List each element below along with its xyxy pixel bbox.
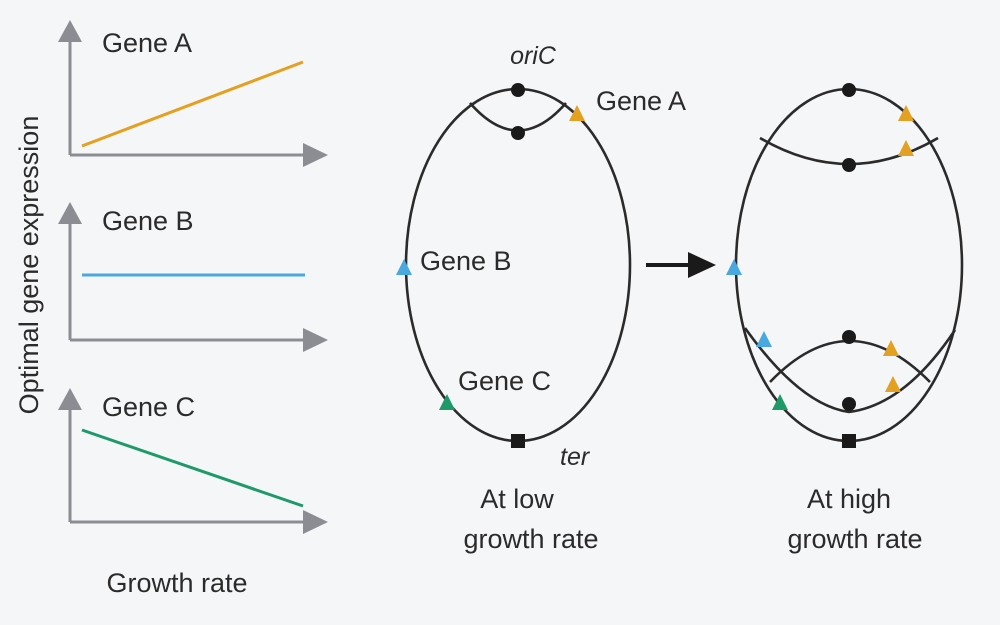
replication-fork-bottom-inner	[769, 339, 931, 383]
caption-line-1: At high	[807, 484, 891, 514]
panel-gene-c: Gene C	[58, 388, 328, 534]
y-arrowhead	[58, 388, 82, 410]
x-axis-label: Growth rate	[106, 568, 247, 598]
gene-c-trend-line	[81, 428, 304, 508]
gene-a-marker	[883, 340, 899, 356]
gene-a-marker	[885, 376, 901, 392]
terminus-square	[511, 434, 525, 448]
chromosome-outline	[734, 87, 964, 443]
gene-c-marker	[439, 394, 455, 410]
panel-gene-label: Gene A	[102, 28, 192, 58]
gene-b-marker	[726, 259, 742, 275]
ter-label: ter	[560, 443, 591, 471]
gene-a-marker	[898, 105, 914, 121]
panel-gene-label: Gene B	[102, 206, 194, 236]
replication-fork-bottom-outer	[743, 327, 957, 414]
gene-a-marker	[898, 140, 914, 156]
x-arrowhead	[303, 510, 328, 534]
transition-arrow	[646, 252, 716, 278]
panel-gene-a: Gene A	[58, 20, 328, 167]
gene-c-label: Gene C	[458, 366, 551, 396]
gene-a-marker	[569, 105, 585, 121]
caption-line-2: growth rate	[787, 524, 922, 554]
ori-label: oriC	[510, 42, 557, 70]
caption-line-1: At low	[480, 484, 554, 514]
gene-b-marker	[756, 331, 772, 347]
terminus-square	[842, 434, 856, 448]
gene-b-label: Gene B	[420, 246, 512, 276]
replicated-origin-dot	[842, 158, 856, 172]
chromosome-low-growth: oriC ter Gene A Gene B Gene C At low gro…	[396, 42, 686, 554]
y-arrowhead	[58, 202, 82, 224]
x-arrowhead	[303, 143, 328, 167]
gene-a-trend-line	[81, 60, 304, 148]
origin-dot-3	[842, 397, 856, 411]
gene-b-marker	[396, 259, 412, 275]
caption-line-2: growth rate	[463, 524, 598, 554]
origin-dot	[511, 83, 525, 97]
replicated-origin-dot	[511, 126, 525, 140]
origin-dot	[842, 83, 856, 97]
panel-gene-label: Gene C	[102, 392, 195, 422]
x-arrowhead	[303, 328, 328, 352]
y-axis-label: Optimal gene expression	[14, 116, 44, 415]
panel-gene-b: Gene B	[58, 202, 328, 352]
origin-dot-2	[842, 330, 856, 344]
gene-a-label: Gene A	[596, 86, 686, 116]
gene-c-marker	[772, 394, 788, 410]
chromosome-high-growth: At high growth rate	[726, 83, 964, 554]
y-arrowhead	[58, 20, 82, 42]
